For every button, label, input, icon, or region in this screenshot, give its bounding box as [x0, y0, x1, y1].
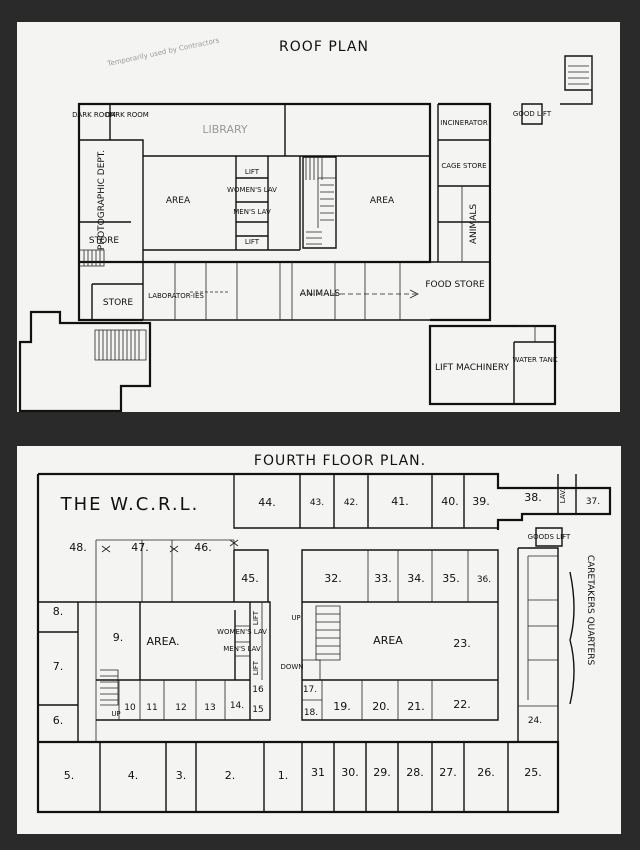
room-40: 40. [441, 495, 459, 508]
stair-up-right: UP [291, 614, 300, 622]
room-dark-room-2: DARK ROOM [105, 111, 149, 119]
room-29: 29. [373, 766, 391, 779]
room-4: 4. [128, 769, 139, 782]
room-animals: ANIMALS [300, 289, 340, 299]
stair-up-left: UP [111, 710, 120, 718]
room-area-left: AREA. [147, 635, 180, 648]
room-24: 24. [528, 716, 542, 726]
room-44: 44. [258, 496, 276, 509]
room-47: 47. [131, 541, 149, 554]
room-22: 22. [453, 698, 471, 711]
room-mens-lav: MEN'S LAV [223, 645, 261, 653]
room-6: 6. [53, 714, 64, 727]
room-35: 35. [442, 572, 460, 585]
room-5: 5. [64, 769, 75, 782]
room-8: 8. [53, 605, 64, 618]
room-48: 48. [69, 541, 87, 554]
room-incinerator: INCINERATOR [440, 119, 488, 127]
room-43: 43. [310, 498, 324, 508]
room-39: 39. [472, 495, 490, 508]
room-21: 21. [407, 700, 425, 713]
room-food-store: FOOD STORE [425, 280, 485, 290]
room-3: 3. [176, 769, 187, 782]
room-26: 26. [477, 766, 495, 779]
room-28: 28. [406, 766, 424, 779]
room-46: 46. [194, 541, 212, 554]
room-lift-machinery: LIFT MACHINERY [435, 363, 510, 373]
room-18: 18. [304, 708, 318, 718]
room-17: 17. [303, 685, 317, 695]
room-library: LIBRARY [202, 123, 248, 136]
room-womens-lav: WOMEN'S LAV [217, 628, 267, 636]
room-laboratories: LABORATOR-IES [148, 292, 204, 300]
room-10: 10 [124, 703, 136, 713]
room-31: 31 [311, 766, 325, 779]
room-lav: LAV. [559, 489, 567, 504]
contractors-note: Temporarily used by Contractors [106, 36, 221, 68]
fourth-floor-plan: FOURTH FLOOR PLAN. [36, 453, 612, 814]
room-goods-lift: GOODS LIFT [528, 533, 571, 541]
room-lift-1: LIFT [252, 610, 260, 625]
room-photographic-dept: PHOTOGRAPHIC DEPT. [97, 150, 107, 250]
room-area-2: AREA [370, 196, 395, 206]
room-11: 11 [146, 703, 157, 713]
room-lift-1: LIFT [245, 168, 260, 176]
roof-plan: ROOF PLAN Temporarily used by Contractor… [18, 36, 593, 413]
stair-down: DOWN [280, 663, 303, 671]
room-34: 34. [407, 572, 425, 585]
wcrl-label: THE W.C.R.L. [60, 494, 200, 515]
room-14: 14. [230, 701, 244, 711]
room-9: 9. [113, 631, 124, 644]
fourth-outline [36, 472, 612, 814]
room-area-1: AREA [166, 196, 191, 206]
room-womens-lav: WOMEN'S LAV [227, 186, 277, 194]
room-water-tank: WATER TANK [513, 356, 558, 364]
room-goods-lift: GOOD LIFT [513, 110, 552, 118]
room-1: 1. [278, 769, 289, 782]
roof-plan-sheet [17, 22, 620, 412]
room-20: 20. [372, 700, 390, 713]
room-15: 15 [252, 705, 263, 715]
room-36: 36. [477, 575, 491, 585]
room-41: 41. [391, 495, 409, 508]
room-lift-2: LIFT [252, 660, 260, 675]
fourth-floor-plan-sheet [17, 446, 621, 834]
room-45: 45. [241, 572, 259, 585]
room-cage-store: CAGE STORE [441, 162, 486, 170]
room-area-right: AREA [373, 634, 403, 647]
room-16: 16 [252, 685, 264, 695]
room-37: 37. [586, 497, 600, 507]
room-store-1: STORE [89, 236, 120, 246]
room-store-2: STORE [103, 298, 134, 308]
room-42: 42. [344, 498, 358, 508]
room-2: 2. [225, 769, 236, 782]
room-19: 19. [333, 700, 351, 713]
room-33: 33. [374, 572, 392, 585]
room-7: 7. [53, 660, 64, 673]
room-mens-lav: MEN'S LAV [233, 208, 271, 216]
room-38: 38. [524, 491, 542, 504]
room-animals-vertical: ANIMALS [469, 204, 479, 244]
room-12: 12 [175, 703, 186, 713]
room-30: 30. [341, 766, 359, 779]
fourth-floor-title: FOURTH FLOOR PLAN. [254, 453, 426, 469]
caretakers-quarters-label: CARETAKERS QUARTERS [585, 555, 595, 666]
room-32: 32. [324, 572, 342, 585]
room-23: 23. [453, 637, 471, 650]
room-lift-2: LIFT [245, 238, 260, 246]
room-27: 27. [439, 766, 457, 779]
room-dark-room: DARK ROOM [72, 111, 116, 119]
roof-plan-title: ROOF PLAN [279, 39, 369, 55]
room-25: 25. [524, 766, 542, 779]
room-13: 13 [204, 703, 215, 713]
